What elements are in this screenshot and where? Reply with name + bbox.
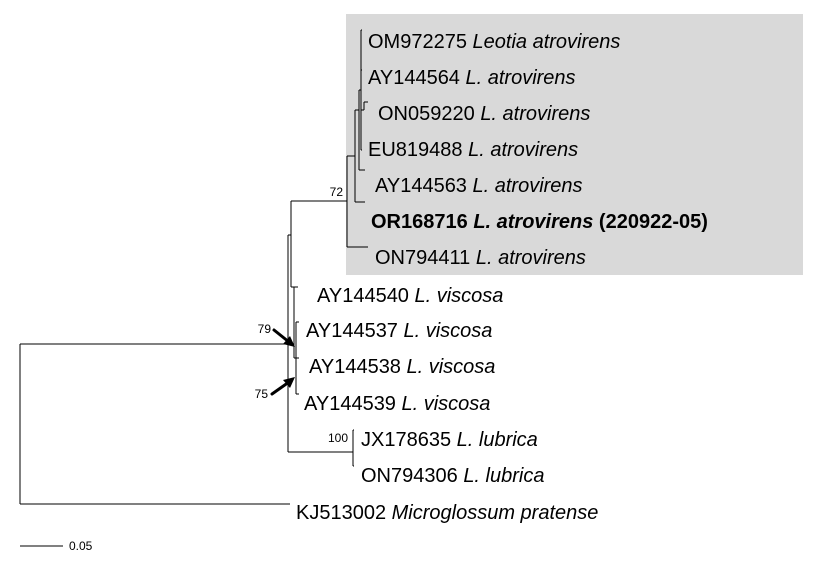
arrow-icon [272,328,295,347]
taxon-label: AY144564 L. atrovirens [368,67,576,89]
taxon-label: JX178635 L. lubrica [361,429,538,451]
bootstrap-values: 72 79 75 100 [255,185,349,445]
taxon-label: ON794411 L. atrovirens [375,247,586,269]
taxon-label: AY144537 L. viscosa [306,320,492,342]
taxon-label: ON794306 L. lubrica [361,465,544,487]
bootstrap-value: 72 [330,185,344,199]
taxon-label: AY144538 L. viscosa [309,356,495,378]
arrow-icon [270,377,295,396]
taxon-label: AY144563 L. atrovirens [375,175,583,197]
clade-highlight-atrovirens [346,14,803,275]
taxon-label: KJ513002 Microglossum pratense [296,502,598,524]
scale-bar-label: 0.05 [69,539,93,553]
scale-bar: 0.05 [20,539,93,553]
bootstrap-value: 75 [255,387,269,401]
taxon-label: ON059220 L. atrovirens [378,103,590,125]
bootstrap-value: 100 [328,431,348,445]
taxon-label: AY144539 L. viscosa [304,393,490,415]
taxon-label: OM972275 Leotia atrovirens [368,31,620,53]
taxon-label: AY144540 L. viscosa [317,285,503,307]
annotation-arrows [270,328,295,396]
taxon-label: EU819488 L. atrovirens [368,139,578,161]
taxon-labels: OM972275 Leotia atrovirens AY144564 L. a… [296,31,708,524]
tree-branches [19,29,368,505]
bootstrap-value: 79 [258,322,272,336]
taxon-label-highlighted: OR168716 L. atrovirens (220922-05) [371,211,708,233]
